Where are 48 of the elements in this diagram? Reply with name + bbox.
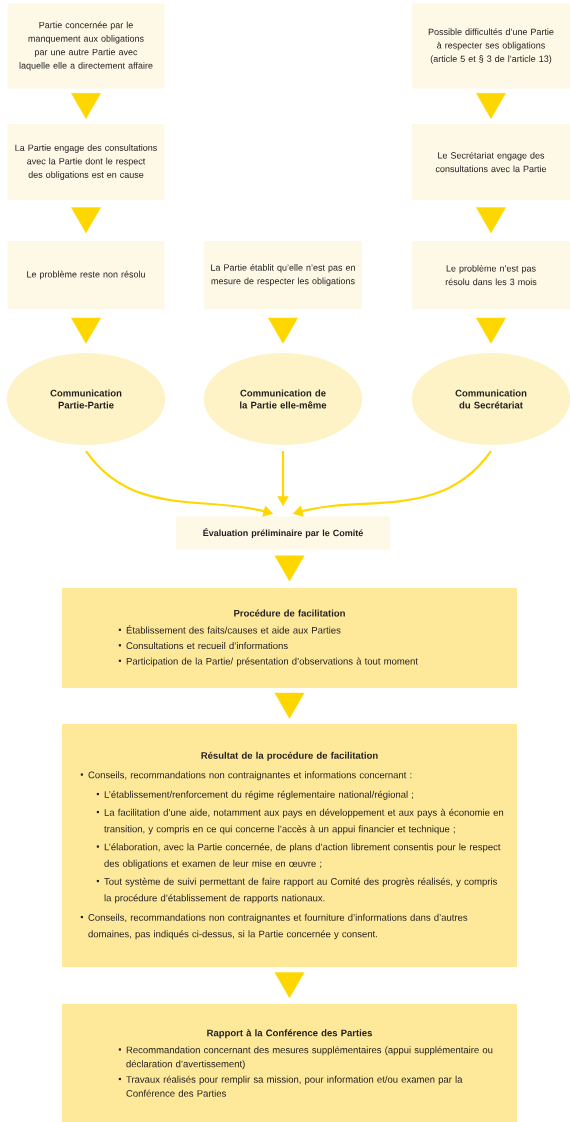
process-ellipse	[6, 353, 166, 445]
ellipse-text: Communication Partie-Partie	[50, 389, 122, 409]
process-box	[7, 241, 165, 309]
arrow	[274, 692, 305, 719]
process-box	[412, 124, 570, 200]
list-item: Établissement des faits/causes et aide aux Parties	[118, 625, 341, 634]
box-text: Le problème n’est pas résolu dans les 3 mois	[445, 264, 537, 286]
process-box	[62, 588, 517, 688]
process-box	[62, 724, 517, 967]
box-text: La Partie engage des consultations avec la Partie dont le respect des obligations est en cause	[15, 144, 157, 180]
box-text: La Partie établit qu’elle n’est pas en mesure de respecter les obligations	[211, 264, 355, 286]
process-box	[62, 1004, 517, 1122]
box-text: Le Secrétariat engage des consultations avec la Partie	[435, 151, 547, 173]
process-ellipse	[203, 353, 363, 445]
process-box	[176, 516, 390, 550]
process-box	[7, 124, 165, 200]
arrow	[476, 207, 506, 234]
box-text: Évaluation préliminaire par le Comité	[203, 528, 363, 538]
list-item: Participation de la Partie/ présentation d’observations à tout moment	[118, 657, 418, 667]
ellipse-text: Communication du Secrétariat	[455, 389, 527, 409]
process-box	[7, 3, 165, 89]
arrow	[71, 207, 101, 234]
arrow	[476, 92, 506, 119]
list-item: Conseils, recommandations non contraignantes et fourniture d’informations dans d’autres domaines, pas indiqués ci-dessus, si la Partie concernée y consent.	[80, 913, 468, 940]
arrow	[274, 555, 305, 582]
process-box	[204, 241, 362, 309]
arrow	[71, 317, 101, 344]
box-text: Possible difficultés d’une Partie à respecter ses obligations (article 5 et § 3 de l’article 13)	[428, 28, 554, 64]
list-item: La facilitation d’une aide, notamment aux pays en développement et aux pays à économie en transition, y compris en ce qui concerne l’accès à un appui financier et technique ;	[96, 808, 504, 835]
panel-heading: Résultat de la procédure de facilitation	[201, 751, 378, 761]
arrow	[476, 317, 506, 344]
process-box	[412, 241, 570, 309]
list-item: L’élaboration, avec la Partie concernée, de plans d’action librement consentis pour le respect des obligations et examen de leur mise en œuvre ;	[96, 843, 501, 869]
list-item: Conseils, recommandations non contraignantes et informations concernant :	[80, 771, 412, 781]
process-box	[412, 3, 570, 89]
list-item: Tout système de suivi permettant de faire rapport au Comité des progrès réalisés, y compris la procédure d’établissement de rapports nationaux.	[96, 877, 497, 904]
box-text: Partie concernée par le manquement aux obligations par une autre Partie avec laquelle elle a directement affaire	[19, 21, 153, 71]
list-item: Travaux réalisés pour remplir sa mission, pour information et/ou examen par la Conférence des Parties	[118, 1075, 463, 1097]
arrow	[268, 317, 298, 344]
arrow	[71, 92, 101, 119]
box-text: Le problème reste non résolu	[27, 270, 145, 280]
list-item: Recommandation concernant des mesures supplémentaires (appui supplémentaire ou déclaration d’avertissement)	[118, 1046, 493, 1070]
panel-heading: Rapport à la Conférence des Parties	[207, 1029, 372, 1039]
ellipse-text: Communication de la Partie elle-même	[240, 389, 327, 409]
arrow	[274, 972, 305, 999]
panel-heading: Procédure de facilitation	[234, 609, 345, 617]
list-item: L’établissement/renforcement du régime réglementaire national/régional ;	[96, 790, 414, 800]
list-item: Consultations et recueil d’informations	[118, 642, 288, 650]
